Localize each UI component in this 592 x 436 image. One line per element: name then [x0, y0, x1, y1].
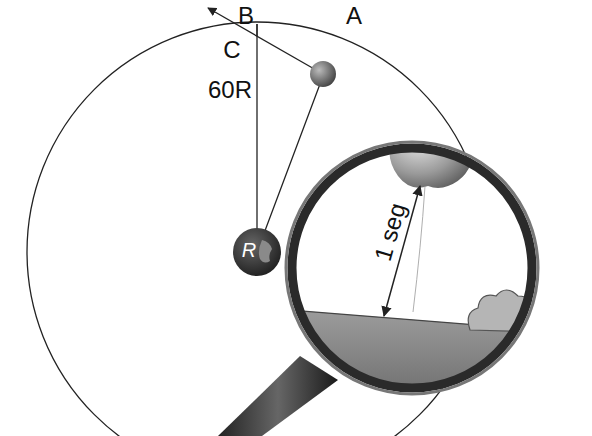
magnifier-rim-outer	[286, 142, 538, 394]
earth-continent	[259, 240, 272, 263]
point-label: C	[223, 38, 240, 62]
tangent-arrow	[208, 8, 323, 74]
magnifier-handle	[218, 356, 338, 436]
radius-line	[256, 24, 257, 252]
point-label: A	[346, 4, 362, 28]
earth	[233, 228, 281, 276]
moon	[310, 61, 336, 87]
fall-segment	[256, 24, 257, 36]
magnifier-rim	[292, 148, 532, 388]
point-label: B	[238, 4, 254, 28]
distance-label: 60R	[208, 78, 252, 102]
earth-radius-label: R	[242, 240, 256, 260]
